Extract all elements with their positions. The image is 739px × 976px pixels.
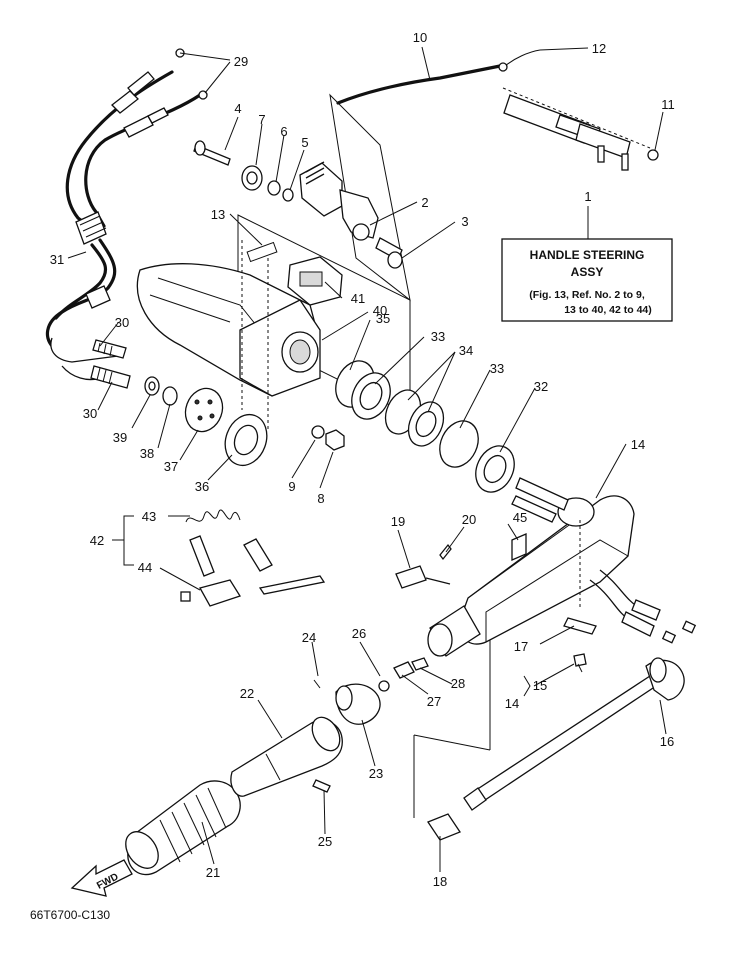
label-2: 2 [421,195,428,210]
label-33b: 33 [490,361,504,376]
label-1: 1 [584,189,591,204]
callout-line-4: 13 to 40, 42 to 44) [564,304,652,316]
label-30b: 30 [83,406,97,421]
friction-lever-group [193,93,411,302]
label-27: 27 [427,694,441,709]
label-38: 38 [140,446,154,461]
label-15: 15 [533,678,547,693]
fwd-arrow: FWD [70,859,133,897]
label-28: 28 [451,676,465,691]
label-4: 4 [234,101,241,116]
label-37: 37 [164,459,178,474]
throttle-cables [45,48,208,389]
label-29: 29 [234,54,248,69]
label-13: 13 [211,207,225,222]
label-12: 12 [592,41,606,56]
label-34: 34 [459,343,473,358]
label-26: 26 [352,626,366,641]
label-21: 21 [206,865,220,880]
label-24: 24 [302,630,316,645]
label-31: 31 [50,252,64,267]
part-labels: 1 2 3 4 5 6 7 8 9 10 11 12 13 14 14 15 1… [50,30,675,889]
label-8: 8 [317,491,324,506]
label-32: 32 [534,379,548,394]
throttle-grip-parts [125,653,685,876]
label-22: 22 [240,686,254,701]
label-44: 44 [138,560,152,575]
label-9: 9 [288,479,295,494]
label-40: 40 [373,303,387,318]
label-36: 36 [195,479,209,494]
label-5: 5 [301,135,308,150]
label-14a: 14 [631,437,645,452]
label-14b: 14 [505,696,519,711]
label-45: 45 [513,510,527,525]
callout-line-2: ASSY [571,265,604,279]
label-6: 6 [280,124,287,139]
steering-handle-body [413,477,697,818]
callout-line-3: (Fig. 13, Ref. No. 2 to 9, [529,289,645,301]
pivot-small-parts [144,376,345,467]
label-23: 23 [369,766,383,781]
label-41: 41 [351,291,365,306]
leader-lines [67,46,667,872]
figure-code: 66T6700-C130 [30,908,110,922]
handle-steering-callout: HANDLE STEERING ASSY (Fig. 13, Ref. No. … [501,206,673,322]
label-30a: 30 [115,315,129,330]
label-42: 42 [90,533,104,548]
label-35: 35 [376,311,390,326]
shift-rod-assembly [336,49,659,171]
steering-bracket [136,214,411,430]
label-16: 16 [660,734,674,749]
label-7: 7 [258,112,265,127]
label-33a: 33 [431,329,445,344]
label-43: 43 [142,509,156,524]
washers-row [335,360,515,493]
label-39: 39 [113,430,127,445]
stop-switch-parts [180,509,452,607]
label-11: 11 [661,97,675,112]
label-10: 10 [413,30,427,45]
label-18: 18 [433,874,447,889]
label-17: 17 [514,639,528,654]
callout-line-1: HANDLE STEERING [530,248,645,262]
label-3: 3 [461,214,468,229]
label-19: 19 [391,514,405,529]
label-20: 20 [462,512,476,527]
label-25: 25 [318,834,332,849]
